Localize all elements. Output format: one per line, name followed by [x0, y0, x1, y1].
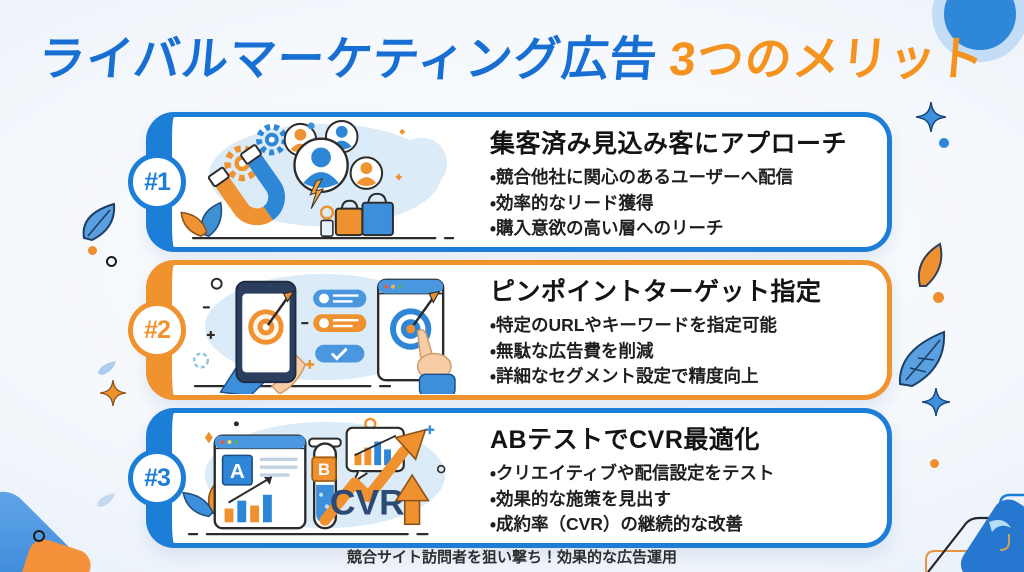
- bullet-item: 特定のURLやキーワードを指定可能: [490, 313, 873, 339]
- chart-speech-bubble-icon: [345, 426, 405, 485]
- title-main: ライバルマーケティング広告: [36, 32, 661, 85]
- user-avatar-icon: [349, 156, 384, 190]
- magnet-icon: [207, 144, 285, 226]
- leaf-icon: [98, 361, 116, 375]
- bullet-item: 効果的な施策を見出す: [490, 487, 873, 513]
- bullet-item: 効率的なリード獲得: [490, 191, 873, 217]
- card-text: 集客済み見込み客にアプローチ 競合他社に関心のあるユーザーへ配信 効率的なリード…: [478, 118, 887, 247]
- user-avatar-icon: [293, 137, 349, 194]
- card2-bullets: 特定のURLやキーワードを指定可能 無駄な広告費を削減 詳細なセグメント設定で精…: [490, 313, 873, 391]
- leaves-icon: [180, 201, 223, 238]
- shopping-bag-icon: [361, 192, 394, 237]
- card-body: 集客済み見込み客にアプローチ 競合他社に関心のあるユーザーへ配信 効率的なリード…: [146, 112, 892, 252]
- benefit-cards: #1: [128, 112, 892, 556]
- rank-badge-1: #1: [128, 153, 186, 211]
- plus-decoration: [395, 174, 402, 181]
- card2-heading: ピンポイントターゲット指定: [490, 277, 822, 306]
- variant-a-label: A: [230, 460, 245, 483]
- card1-heading: 集客済み見込み客にアプローチ: [490, 129, 848, 158]
- footer-note: 競合サイト訪問者を狙い撃ち！効果的な広告運用: [346, 549, 677, 566]
- sparkle-icon: [916, 102, 946, 132]
- rank-badge-2: #2: [128, 301, 186, 359]
- benefit-card-1: #1: [128, 112, 892, 252]
- dot-decoration: [233, 421, 239, 427]
- bottle-icon: [320, 219, 334, 237]
- magnet-attracting-users-illustration: [172, 118, 478, 246]
- bullet-item: 購入意欲の高い層へのリーチ: [490, 216, 873, 242]
- card-body: A: [146, 408, 892, 548]
- bullet-item: 競合他社に関心のあるユーザーへ配信: [490, 165, 873, 191]
- rank-badge-3: #3: [128, 449, 186, 507]
- targeting-illustration-svg: [192, 273, 456, 394]
- sparkle-icon: [204, 431, 213, 444]
- dot-decoration: [933, 292, 944, 303]
- card-text: ABテストでCVR最適化 クリエイティブや配信設定をテスト 効果的な施策を見出す…: [478, 414, 887, 543]
- dartboard-targeting-illustration: [172, 266, 478, 394]
- card-text: ピンポイントターゲット指定 特定のURLやキーワードを指定可能 無駄な広告費を削…: [478, 266, 887, 395]
- plus-decoration: [425, 425, 435, 435]
- dashed-ring-decoration: [192, 352, 210, 369]
- card1-bullets: 競合他社に関心のあるユーザーへ配信 効率的なリード獲得 購入意欲の高い層へのリー…: [490, 165, 873, 243]
- dot-decoration: [930, 459, 939, 468]
- bullet-item: 詳細なセグメント設定で精度向上: [490, 364, 873, 390]
- magnet-illustration-svg: [180, 119, 455, 240]
- bullet-item: 成約率（CVR）の継続的な改善: [490, 512, 873, 538]
- tablet-target-touch-icon: [376, 278, 456, 394]
- plus-decoration: [399, 129, 405, 135]
- bullet-item: クリエイティブや配信設定をテスト: [490, 461, 873, 487]
- ring-decoration: [436, 464, 446, 474]
- ab-test-illustration-svg: A: [182, 417, 446, 536]
- variant-b-label: B: [318, 460, 330, 479]
- card-body: ピンポイントターゲット指定 特定のURLやキーワードを指定可能 無駄な広告費を削…: [146, 260, 892, 400]
- up-arrow-icon: [394, 473, 430, 526]
- leaf-icon: [898, 330, 946, 388]
- card3-heading: ABテストでCVR最適化: [490, 425, 760, 454]
- corner-frames-decoration: [925, 493, 1024, 572]
- dot-decoration: [939, 138, 949, 148]
- dart-icon: [428, 290, 441, 304]
- dot-decoration: [88, 246, 97, 255]
- sparkle-icon: [100, 380, 126, 406]
- growth-arrow-icon: [319, 428, 427, 526]
- hand-holding-phone-icon: [219, 280, 307, 394]
- ring-decoration: [210, 277, 223, 290]
- checklist-icon: [313, 289, 367, 363]
- sparkle-icon: [922, 388, 950, 416]
- browser-variant-a-icon: A: [213, 434, 307, 530]
- leaf-icon: [97, 493, 115, 507]
- ring-decoration: [33, 530, 45, 542]
- ab-test-growth-illustration: A: [172, 414, 478, 542]
- plus-decoration: [206, 330, 215, 339]
- card3-bullets: クリエイティブや配信設定をテスト 効果的な施策を見出す 成約率（CVR）の継続的…: [490, 461, 873, 539]
- bullet-item: 無駄な広告費を削減: [490, 339, 873, 365]
- cvr-metric-label: CVR: [330, 482, 405, 522]
- leaf-icon: [918, 242, 943, 287]
- benefit-card-2: #2: [128, 260, 892, 400]
- title-accent: 3つのメリット: [667, 32, 988, 85]
- ring-decoration: [319, 205, 335, 220]
- dot-decoration: [307, 122, 315, 130]
- leaf-icon: [82, 202, 116, 242]
- benefit-card-3: #3: [128, 408, 892, 548]
- lightning-icon: [309, 178, 325, 209]
- ring-decoration: [106, 256, 117, 267]
- plus-decoration: [305, 360, 315, 369]
- dart-icon: [282, 290, 295, 303]
